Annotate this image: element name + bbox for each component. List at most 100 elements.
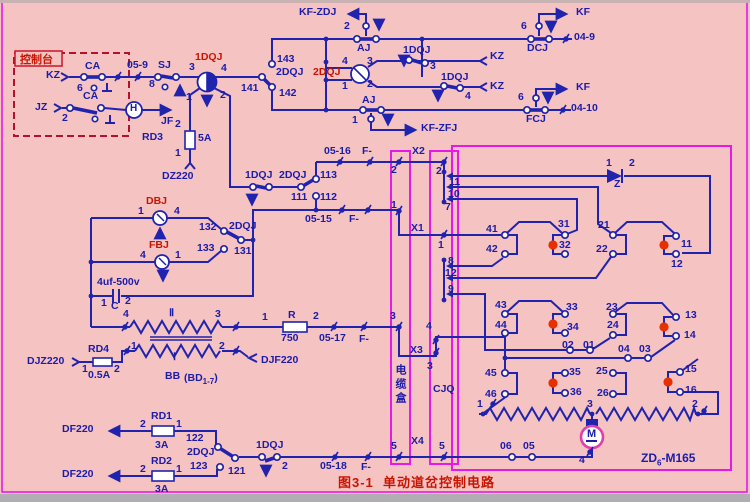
label-n35: 35	[569, 366, 581, 378]
label-ca-2: CA	[83, 90, 99, 102]
label-n4-fbj: 4	[140, 249, 146, 261]
components	[92, 64, 623, 482]
label-cjq-10: 10	[448, 188, 460, 200]
label-res-1: 1	[477, 398, 483, 410]
label-n3-2dqj: 3	[367, 55, 373, 67]
slash-marks	[114, 33, 708, 462]
label-n31: 31	[558, 218, 570, 230]
label-n42: 42	[486, 243, 498, 255]
label-df220-2: DF220	[62, 468, 94, 480]
label-n1-rd4: 1	[82, 363, 88, 375]
label-n01: 01	[583, 339, 595, 351]
label-c-cap: C	[111, 300, 119, 312]
label-n16: 16	[685, 384, 697, 396]
label-n2-2dqj: 2	[367, 78, 373, 90]
label-aj-top: AJ	[357, 42, 371, 54]
label-relay-2dqj: 2DQJ	[313, 66, 341, 78]
label-x2: X2	[412, 145, 425, 157]
label-cb-5: 5	[391, 440, 397, 452]
label-a3-2: 3A	[155, 483, 169, 495]
fuse-rd4	[92, 357, 113, 367]
label-winding-1: Ⅰ	[173, 351, 177, 363]
label-n45: 45	[485, 367, 497, 379]
label-n1-aj: 1	[352, 114, 358, 126]
label-res-2: 2	[692, 398, 698, 410]
label-x1: X1	[411, 222, 424, 234]
label-n05: 05	[523, 440, 535, 452]
label-fcj: FCJ	[526, 113, 546, 125]
label-fbj: FBJ	[149, 239, 169, 251]
label-kf-1: KF	[576, 6, 590, 18]
red-dots	[548, 240, 673, 388]
label-n133: 133	[197, 242, 215, 254]
label-x3: X3	[410, 344, 423, 356]
label-n24: 24	[607, 319, 619, 331]
label-n11: 11	[681, 238, 693, 250]
diode-z-symbol	[607, 169, 623, 183]
label-n113: 113	[320, 169, 337, 181]
label-s05-9: 05-9	[127, 59, 149, 71]
label-a5: 5A	[198, 132, 212, 144]
label-m-4: 4	[579, 454, 585, 466]
contact-circles	[65, 22, 685, 472]
label-n1-cap: 1	[101, 297, 107, 309]
label-relay-1dqj: 1DQJ	[195, 51, 223, 63]
label-rd1: RD1	[151, 410, 173, 422]
label-c1dqj-4: 1DQJ	[441, 71, 469, 83]
label-z-2: 2	[629, 157, 635, 169]
label-cjq-1: 1	[438, 239, 444, 251]
label-jf: JF	[161, 115, 174, 127]
label-dz220: DZ220	[162, 170, 194, 182]
label-cjq-8: 8	[448, 255, 454, 267]
label-ca-1: CA	[85, 60, 101, 72]
label-aj-bot: AJ	[362, 94, 376, 106]
label-n2-rd4: 2	[114, 363, 120, 375]
label-n2-rd2: 2	[140, 463, 146, 475]
label-kf-2: KF	[576, 81, 590, 93]
label-a3-1: 3A	[155, 439, 169, 451]
relay-fbj-symbol	[154, 254, 170, 270]
label-n1-dbj: 1	[138, 205, 144, 217]
label-n23: 23	[606, 301, 618, 313]
label-f-1: F-	[362, 145, 372, 157]
label-n8-sj: 8	[149, 78, 155, 90]
label-n4-c: 4	[465, 90, 471, 102]
cable-box	[390, 150, 411, 465]
label-cjq-11: 11	[449, 176, 461, 188]
machine-model: ZD6-M165	[641, 451, 696, 468]
label-n6-dcj: 6	[521, 20, 527, 32]
top-gray-strip	[0, 0, 750, 3]
label-n34: 34	[567, 321, 579, 333]
label-n6-ca: 6	[77, 82, 83, 94]
label-s05-17: 05-17	[319, 332, 346, 344]
label-kz-console: KZ	[46, 69, 60, 81]
label-n141: 141	[241, 82, 259, 94]
label-c1dqj-m: 1DQJ	[245, 169, 273, 181]
label-n1-fbj: 1	[175, 249, 181, 261]
resistor-r	[282, 321, 308, 333]
label-n2-r: 2	[313, 310, 319, 322]
bottom-gray-strip	[0, 494, 750, 502]
label-n41: 41	[486, 223, 498, 235]
label-n143: 143	[277, 53, 295, 65]
label-n3-1dqj: 3	[189, 61, 195, 73]
bb-winding-range: (BD1-7)	[184, 372, 218, 387]
switch-machine-box	[451, 145, 732, 471]
label-cjq-3: 3	[427, 360, 433, 372]
label-cjq-4: 4	[426, 320, 432, 332]
label-n2-rd1: 2	[140, 418, 146, 430]
label-n12: 12	[671, 258, 683, 270]
label-n111: 111	[291, 191, 308, 203]
lamp-h-symbol	[125, 101, 143, 119]
label-c2dqj-b: 2DQJ	[187, 446, 215, 458]
label-n750: 750	[281, 332, 299, 344]
label-dbj: DBJ	[146, 195, 168, 207]
label-cb-2: 2	[391, 164, 397, 176]
lamp-h-label: H	[130, 103, 138, 114]
cjq-label: CJQ	[433, 383, 455, 395]
chevron-marks	[53, 56, 488, 367]
label-f-2: F-	[349, 213, 359, 225]
label-cb-3: 3	[390, 310, 396, 322]
label-n1-r: 1	[262, 311, 268, 323]
label-kf-zdj: KF-ZDJ	[299, 6, 337, 18]
